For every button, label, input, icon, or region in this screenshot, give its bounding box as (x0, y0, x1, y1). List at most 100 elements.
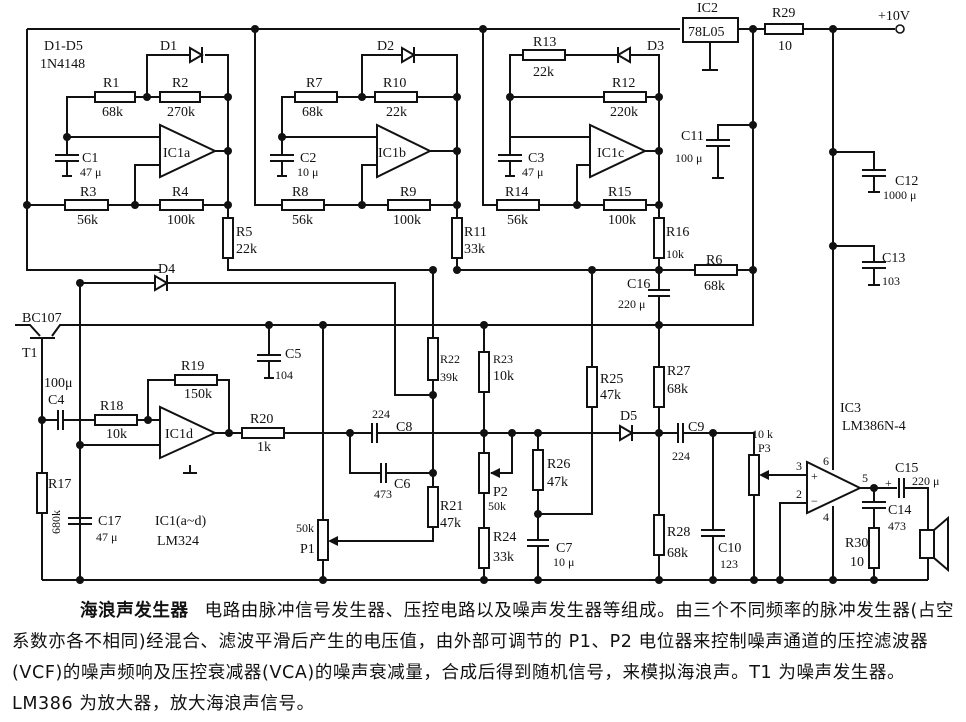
p3-value: 10 k (752, 427, 773, 441)
ic3-opamp (806, 460, 863, 515)
r16-value: 10k (666, 247, 684, 261)
r3-label: R3 (80, 185, 96, 200)
r18-value: 10k (106, 427, 127, 442)
r23-label: R23 (493, 352, 513, 366)
r26-label: R26 (547, 457, 570, 472)
r20-label: R20 (250, 412, 273, 427)
c17-value: 47 μ (96, 530, 117, 544)
r6-value: 68k (704, 279, 725, 294)
r14-value: 56k (507, 213, 528, 228)
ic1c-label: IC1c (597, 146, 624, 161)
ic3-label: IC3 (840, 401, 861, 416)
r17-label: R17 (48, 477, 71, 492)
r25-value: 47k (600, 388, 621, 403)
r23-value: 10k (493, 369, 514, 384)
r18-label: R18 (100, 399, 123, 414)
vcf-network: 224 C8 C6 473 R22 39k R21 47k (346, 270, 485, 531)
svg-text:+: + (885, 476, 892, 490)
ic1a-label: IC1a (163, 146, 191, 161)
r17-value: 680k (49, 510, 63, 534)
ic3-pin3: 3 (796, 459, 802, 473)
r15-value: 100k (608, 213, 636, 228)
r21-value: 47k (440, 516, 461, 531)
r28-label: R28 (667, 525, 690, 540)
c4-label: C4 (48, 393, 64, 408)
ic1b-opamp (376, 123, 433, 179)
r8-value: 56k (292, 213, 313, 228)
c10-label: C10 (718, 541, 741, 556)
c9-label: C9 (688, 420, 704, 435)
c15-label: C15 (895, 461, 918, 476)
r4-value: 100k (167, 213, 195, 228)
ic1-part-note: LM324 (157, 534, 199, 549)
c8-label: C8 (396, 420, 412, 435)
ic2-part: 78L05 (688, 25, 725, 40)
r27-value: 68k (667, 382, 688, 397)
r5-value: 22k (236, 242, 257, 257)
d3-label: D3 (647, 39, 664, 54)
r28-value: 68k (667, 546, 688, 561)
r6-label: R6 (706, 253, 722, 268)
c6-label: C6 (394, 477, 410, 492)
supply-terminal (895, 24, 905, 34)
c3-label: C3 (528, 151, 544, 166)
noise-source: D4 BC107 T1 100μ C4 R17 680k C17 47 μ (15, 262, 433, 580)
d2-label: D2 (377, 39, 394, 54)
d4-label: D4 (158, 262, 175, 277)
r16-label: R16 (666, 225, 689, 240)
r19-value: 150k (184, 387, 212, 402)
c14-value: 473 (888, 519, 906, 533)
caption-title: 海浪声发生器 (80, 601, 189, 621)
speaker-icon (919, 515, 949, 573)
p2-value: 50k (488, 499, 506, 513)
ic3-pin6: 6 (823, 454, 829, 468)
ic1d-amplifier: R18 10k R19 150k IC1d R20 1k IC1(a~d) LM… (80, 359, 372, 549)
c11-label: C11 (681, 129, 704, 144)
c9-value: 224 (672, 449, 690, 463)
r26-value: 47k (547, 475, 568, 490)
r22-value: 39k (440, 370, 458, 384)
r1-label: R1 (103, 76, 119, 91)
r4-label: R4 (172, 185, 188, 200)
ic1c-oscillator: D3 R13 22k R12 220k C3 47 μ IC1c R14 56k… (482, 29, 757, 325)
r3-value: 56k (77, 213, 98, 228)
c6-value: 473 (374, 487, 392, 501)
c1-label: C1 (82, 151, 98, 166)
svg-text:−: − (811, 494, 818, 508)
p1-potentiometer[interactable] (317, 519, 329, 561)
c7-label: C7 (556, 541, 572, 556)
c8-value: 224 (372, 407, 390, 421)
diodes-note: D1-D5 (44, 39, 83, 54)
d1-diode (189, 46, 204, 64)
r7-value: 68k (302, 105, 323, 120)
r7-label: R7 (306, 76, 322, 91)
p1-value: 50k (296, 521, 314, 535)
output-filter: R27 68k C9 224 R28 68k C10 123 10 k P3 (653, 321, 807, 580)
p2-potentiometer[interactable] (478, 452, 490, 494)
c3-value: 47 μ (522, 165, 543, 179)
supply-rail: +10V (26, 9, 910, 271)
r12-label: R12 (612, 76, 635, 91)
p3-potentiometer[interactable] (748, 454, 760, 496)
c15-value: 220 μ (912, 474, 939, 488)
r8-label: R8 (292, 185, 308, 200)
r30-value: 10 (850, 555, 864, 570)
r20-value: 1k (257, 440, 271, 455)
c11-value: 100 μ (675, 151, 702, 165)
r2-label: R2 (172, 76, 188, 91)
d1-label: D1 (160, 39, 177, 54)
r30-label: R30 (845, 536, 868, 551)
c4-value: 100μ (44, 376, 73, 391)
c2-value: 10 μ (297, 165, 318, 179)
ic1b-oscillator: D2 R7 68k R10 22k C2 10 μ IC1b R8 56k R9… (254, 29, 660, 274)
c5-label: C5 (285, 347, 301, 362)
ic3-part: LM386N-4 (842, 419, 906, 434)
c12-value: 1000 μ (883, 188, 916, 202)
c1-value: 47 μ (80, 165, 101, 179)
ic1a-oscillator: D1-D5 1N4148 D1 R1 68k R2 270k C1 47 μ I… (23, 39, 433, 271)
ic3-pin4: 4 (823, 510, 829, 524)
d2-diode (401, 46, 416, 64)
d4-diode (154, 274, 169, 292)
d3-diode (616, 46, 631, 64)
c16-label: C16 (627, 277, 650, 292)
